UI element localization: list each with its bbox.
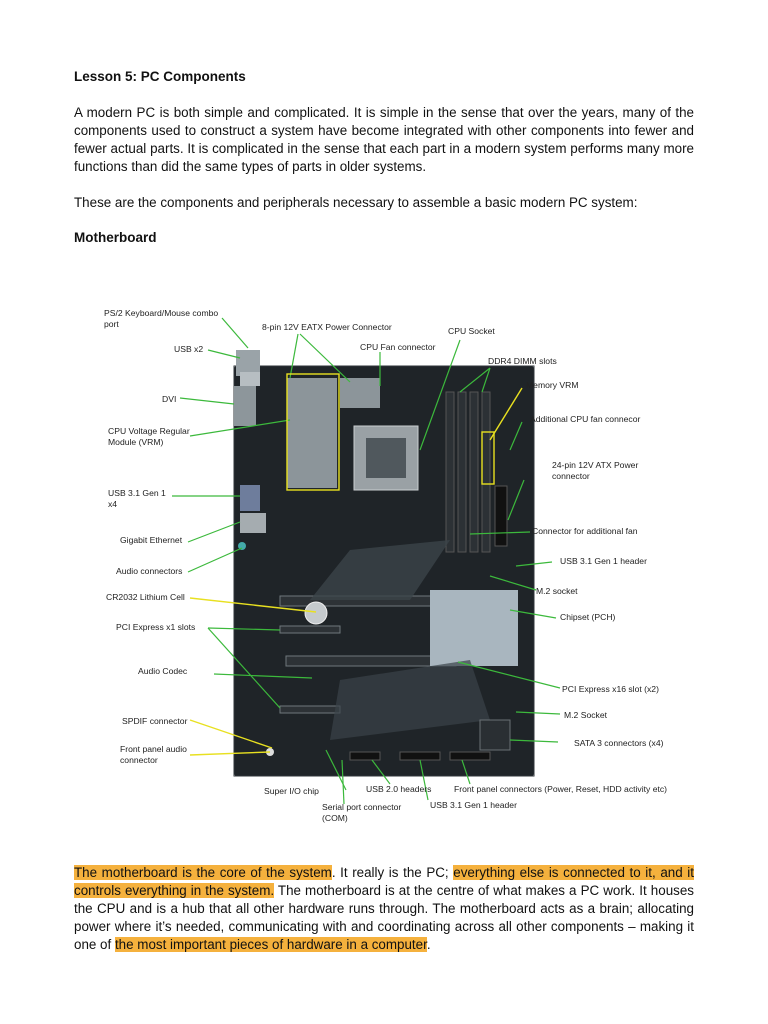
label-audio-codec: Audio Codec — [138, 666, 188, 676]
audio-jack — [238, 542, 246, 550]
label-atx24: 24-pin 12V ATX Power connector — [552, 460, 639, 481]
ps2-port — [236, 350, 260, 376]
label-super-io: Super I/O chip — [264, 786, 319, 796]
closing-text-3: . — [426, 937, 431, 952]
label-chipset: Chipset (PCH) — [560, 612, 616, 622]
closing-text-2: The motherboard is at the centre of what… — [74, 883, 694, 952]
label-ethernet: Gigabit Ethernet — [120, 535, 183, 545]
label-audio-connectors: Audio connectors — [116, 566, 183, 576]
vrm-heatsink-top — [340, 378, 380, 408]
label-additional-cpu-fan: Additional CPU fan connecor — [530, 414, 641, 424]
leader-lines — [172, 317, 561, 805]
label-usb-x2: USB x2 — [174, 344, 204, 354]
section-heading: Motherboard — [74, 230, 157, 245]
lead-in-paragraph: These are the components and peripherals… — [74, 195, 638, 210]
label-eatx: 8-pin 12V EATX Power Connector — [262, 322, 392, 332]
label-pcie-x16: PCI Express x16 slot (x2) — [562, 684, 659, 694]
label-additional-fan: Connector for additional fan — [532, 526, 638, 536]
usb31-ports — [240, 485, 260, 511]
closing-paragraph: The motherboard is the core of the syste… — [74, 864, 694, 954]
label-cr2032: CR2032 Lithium Cell — [106, 592, 185, 602]
lesson-title: Lesson 5: PC Components — [74, 69, 246, 84]
label-cpu-socket: CPU Socket — [448, 326, 495, 336]
highlight-important: the most important pieces of hardware in… — [114, 937, 427, 952]
chipset-heatsink — [430, 590, 518, 666]
label-usb31: USB 3.1 Gen 1 x4 — [108, 488, 166, 509]
usb-port — [240, 372, 260, 386]
label-vrm: CPU Voltage Regular Module (VRM) — [108, 426, 190, 447]
label-usb31-header-2: USB 3.1 Gen 1 header — [430, 800, 517, 810]
label-memory-vrm: Memory VRM — [526, 380, 579, 390]
label-sata3: SATA 3 connectors (x4) — [574, 738, 664, 748]
vrm-heatsink — [287, 378, 337, 488]
highlight-core: The motherboard is the core of the syste… — [74, 865, 332, 880]
label-ddr4: DDR4 DIMM slots — [488, 356, 557, 366]
label-pcie-x1: PCI Express x1 slots — [116, 622, 196, 632]
label-ps2: PS/2 Keyboard/Mouse combo port — [104, 308, 219, 329]
dvi-port — [234, 386, 256, 426]
label-cpu-fan: CPU Fan connector — [360, 342, 436, 352]
label-m2-socket: M.2 socket — [536, 586, 578, 596]
label-front-panel: Front panel connectors (Power, Reset, HD… — [454, 784, 668, 794]
label-front-audio: Front panel audio connector — [120, 744, 187, 765]
motherboard-figure: PS/2 Keyboard/Mouse combo port USB x2 DV… — [90, 300, 690, 830]
label-usb20: USB 2.0 headers — [366, 784, 432, 794]
closing-text-1: . It really is the PC; — [331, 865, 454, 880]
label-spdif: SPDIF connector — [122, 716, 188, 726]
label-usb31-header: USB 3.1 Gen 1 header — [560, 556, 647, 566]
intro-paragraph: A modern PC is both simple and complicat… — [74, 105, 694, 174]
label-serial-port: Serial port connector (COM) — [322, 802, 402, 823]
ethernet-port — [240, 513, 266, 533]
label-m2-socket-2: M.2 Socket — [564, 710, 607, 720]
label-dvi: DVI — [162, 394, 177, 404]
